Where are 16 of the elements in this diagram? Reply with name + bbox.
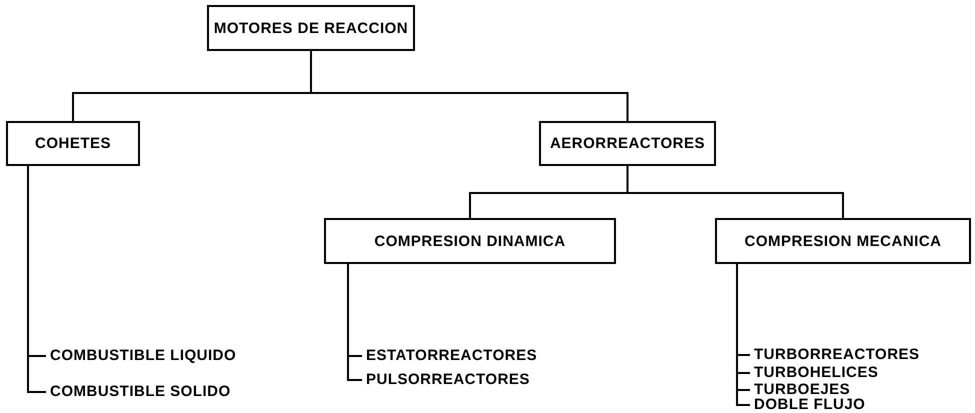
- leaf-label: ESTATORREACTORES: [366, 347, 538, 365]
- leaf-label: PULSORREACTORES: [366, 371, 530, 389]
- leaf-label: DOBLE FLUJO: [754, 396, 866, 413]
- category-box: COMPRESION MECANICA: [715, 218, 971, 264]
- category-box: AERORREACTORES: [539, 121, 716, 166]
- leaf-label: TURBOHELICES: [754, 364, 878, 382]
- category-box: COHETES: [6, 121, 140, 166]
- leaf-label: TURBORREACTORES: [754, 346, 920, 364]
- connector-line: [27, 166, 46, 393]
- connector-line: [626, 166, 844, 218]
- leaf-label: COMBUSTIBLE LIQUIDO: [50, 347, 236, 365]
- category-box: COMPRESION DINAMICA: [324, 218, 616, 264]
- category-box: MOTORES DE REACCION: [207, 5, 415, 51]
- leaf-label: TURBOEJES: [754, 381, 850, 399]
- connector-line: [310, 51, 628, 121]
- leaf-label: COMBUSTIBLE SOLIDO: [50, 383, 231, 401]
